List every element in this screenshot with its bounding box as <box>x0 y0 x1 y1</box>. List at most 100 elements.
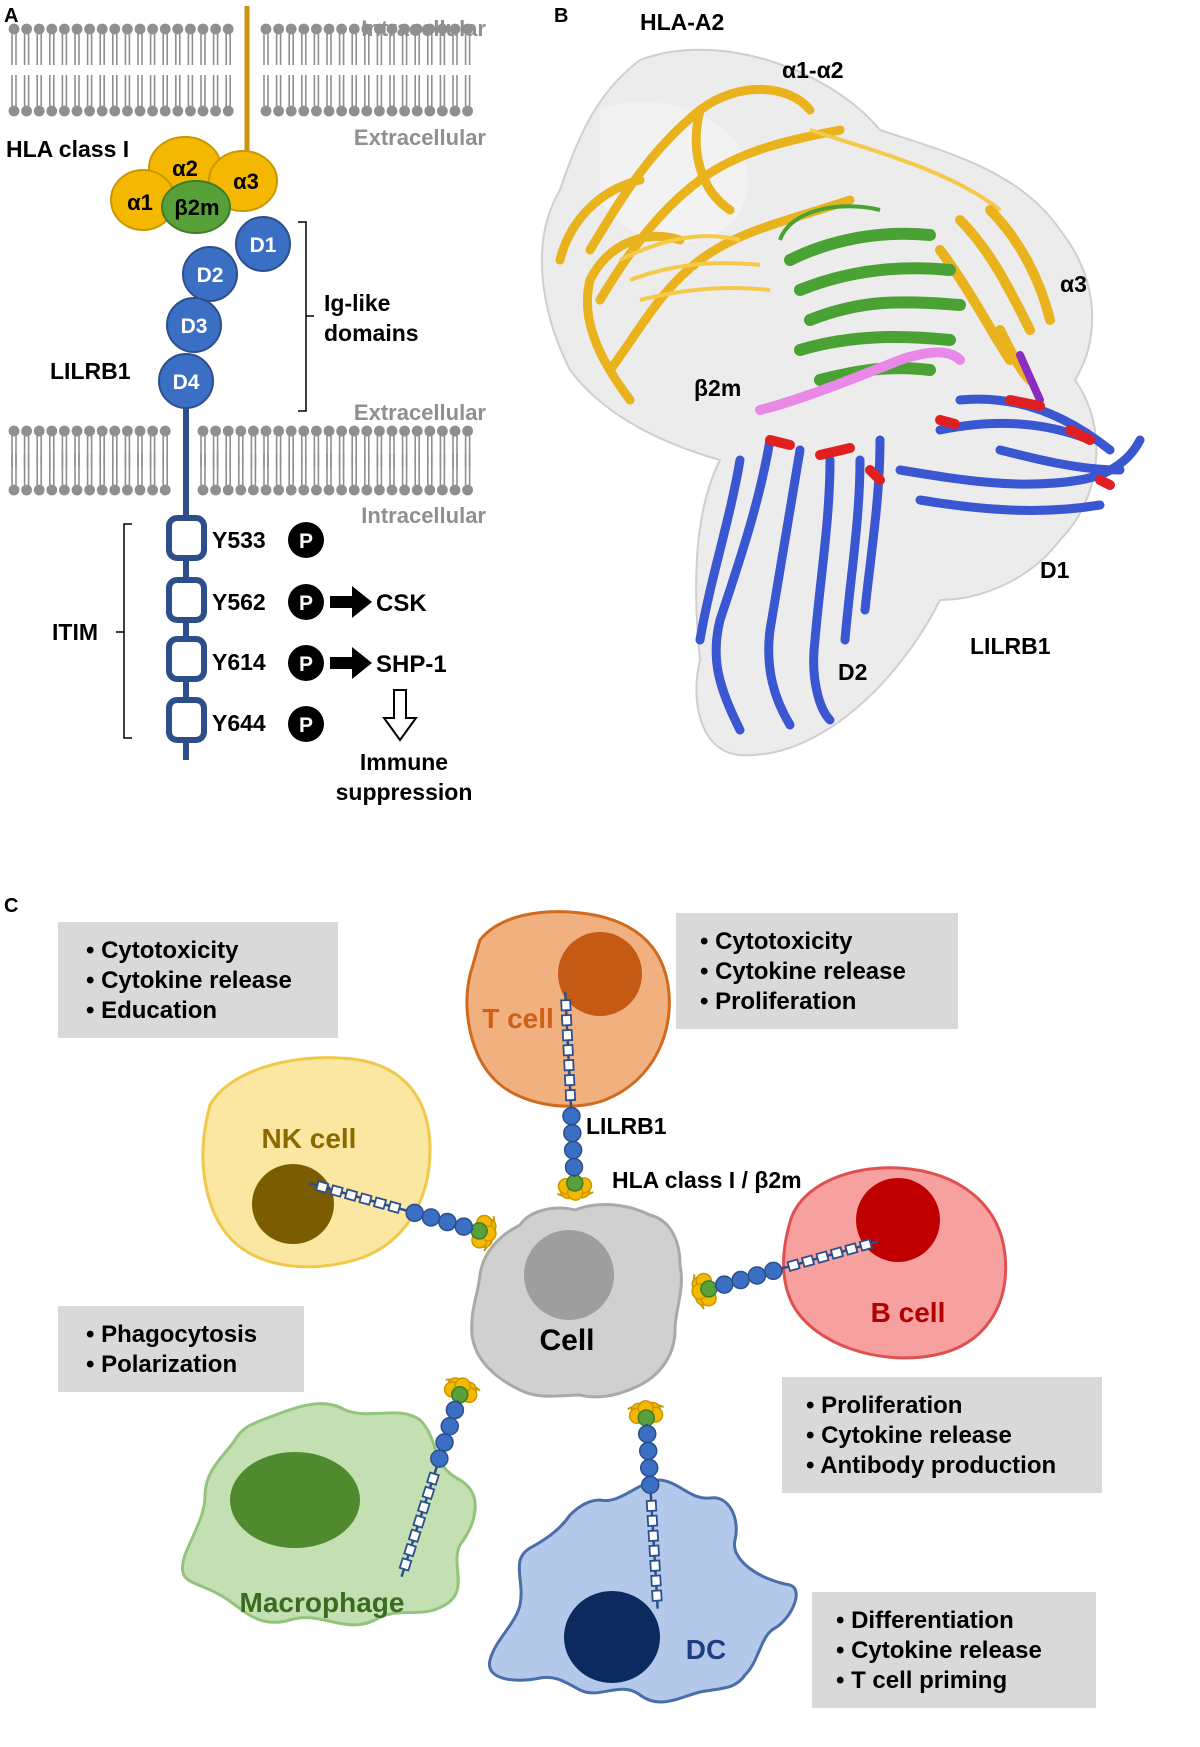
lipid-head <box>399 484 410 496</box>
panel-c: C • Cytotoxicity • Cytokine release • Ed… <box>4 895 1102 1708</box>
nk-info-box-bg <box>58 922 338 1038</box>
itim-square <box>426 1471 440 1486</box>
lipid-head <box>462 105 473 117</box>
macrophage-nucleus <box>230 1452 360 1548</box>
dc-nucleus <box>564 1591 660 1683</box>
lipid-head <box>235 484 247 496</box>
lipid-head <box>210 425 222 437</box>
itim-square <box>646 1514 659 1528</box>
ig-domain-bead <box>421 1208 441 1227</box>
lipid-head <box>33 425 45 437</box>
lipid-head <box>122 23 133 35</box>
ig-domain-bead <box>563 1123 582 1143</box>
molecular-surface <box>540 48 1098 757</box>
itim-square <box>800 1254 816 1268</box>
extracellular-top-label: Extracellular <box>354 125 487 150</box>
lipid-head <box>449 105 461 117</box>
itim-square <box>560 999 572 1012</box>
hla-class-i-label: HLA class I <box>6 136 129 162</box>
extracellular-mid-label: Extracellular <box>354 400 487 425</box>
y614-label: Y614 <box>212 649 266 675</box>
lipid-head <box>96 105 108 117</box>
phospho-y644-label: P <box>299 714 313 737</box>
dc-info-item-3: • T cell priming <box>836 1667 1007 1694</box>
itim-square <box>358 1192 373 1206</box>
membrane-mid <box>8 425 473 496</box>
lipid-head <box>134 105 146 117</box>
lipid-head <box>122 105 133 117</box>
d2-label-b: D2 <box>838 659 867 685</box>
phospho-y533 <box>288 522 324 558</box>
alpha1-label: α1 <box>127 190 153 215</box>
lipid-head <box>411 23 423 35</box>
alpha1-alpha2-label-b: α1-α2 <box>782 57 844 83</box>
d3-domain <box>166 297 222 353</box>
lipid-head <box>411 425 423 437</box>
phospho-y562-label: P <box>299 592 313 615</box>
d1-domain <box>235 216 291 272</box>
lilrb1-label-c: LILRB1 <box>586 1113 667 1139</box>
lipid-head <box>159 484 171 496</box>
ig-domain-bead <box>430 1449 449 1468</box>
lipid-head <box>399 105 410 117</box>
dc-info-item-1: • Differentiation <box>836 1607 1014 1634</box>
b2m-loop <box>778 204 881 241</box>
lipid-head <box>33 484 45 496</box>
ig-domain-bead <box>454 1217 473 1236</box>
lipid-head <box>71 425 83 437</box>
lipid-head <box>260 105 272 117</box>
d1-label: D1 <box>250 234 277 257</box>
t-cell-label: T cell <box>482 1003 554 1034</box>
lipid-head <box>109 484 121 496</box>
itim-motifs <box>166 515 207 743</box>
b-info-item-2: • Cytokine release <box>806 1422 1012 1449</box>
nk-cell-label: NK cell <box>262 1123 357 1154</box>
t-info-item-2: • Cytokine release <box>700 958 906 985</box>
itim-square <box>315 1180 330 1194</box>
shp1-label: SHP-1 <box>376 651 447 678</box>
lipid-head <box>46 484 58 496</box>
lipid-head <box>374 425 385 437</box>
y533-label: Y533 <box>212 527 266 553</box>
lipid-head <box>210 484 222 496</box>
lipid-head <box>210 23 222 35</box>
lipid-head <box>399 23 410 35</box>
itim-square <box>561 1029 574 1042</box>
lipid-head <box>96 484 108 496</box>
b-cell-label: B cell <box>871 1297 946 1328</box>
nk-info-item-2: • Cytokine release <box>86 967 292 994</box>
lipid-head <box>134 484 146 496</box>
alpha2-label: α2 <box>172 156 198 181</box>
ig-domain-bead <box>445 1400 465 1420</box>
lipid-head <box>411 484 423 496</box>
itim-square <box>648 1544 660 1557</box>
lipid-head <box>222 105 234 117</box>
itim-square <box>647 1529 660 1542</box>
lipid-head <box>21 425 32 437</box>
alpha1-alpha2-strands <box>619 128 1002 302</box>
d2-domain <box>182 246 238 302</box>
lipid-head <box>8 425 20 437</box>
lilrb1-ig-domains: D1 D2 D3 D4 <box>158 216 291 409</box>
lipid-head <box>84 484 95 496</box>
lipid-head <box>222 484 234 496</box>
lipid-head <box>361 105 373 117</box>
lipid-head <box>122 425 133 437</box>
lipid-head <box>462 23 473 35</box>
itim-square <box>829 1246 845 1260</box>
lipid-head <box>147 425 159 437</box>
itim-square <box>649 1559 661 1572</box>
ig-domain-bead <box>747 1266 767 1285</box>
pair-dc <box>627 1400 664 1609</box>
lipid-head <box>374 23 385 35</box>
panel-c-label: C <box>4 895 18 917</box>
lipid-head <box>386 23 398 35</box>
arrow-to-shp1 <box>330 647 372 679</box>
lipid-head <box>311 484 322 496</box>
lipid-head <box>273 425 284 437</box>
lilrb1-label-b: LILRB1 <box>970 633 1051 659</box>
lipid-head <box>46 105 58 117</box>
t-info-box-bg <box>676 913 958 1029</box>
lipid-head <box>336 105 347 117</box>
